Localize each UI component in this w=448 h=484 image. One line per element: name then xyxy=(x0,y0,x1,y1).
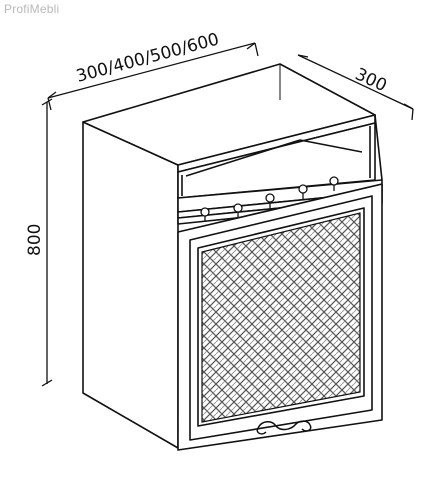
lattice-glass-panel xyxy=(201,212,361,423)
depth-dimension xyxy=(297,54,414,121)
knob-row xyxy=(200,176,339,222)
depth-label: 300 xyxy=(352,64,390,96)
watermark-logo: ProfiMebli xyxy=(4,2,60,16)
height-dimension xyxy=(41,98,53,387)
decorative-handle xyxy=(256,420,312,435)
width-dimension xyxy=(47,42,259,111)
height-label: 800 xyxy=(25,224,45,256)
